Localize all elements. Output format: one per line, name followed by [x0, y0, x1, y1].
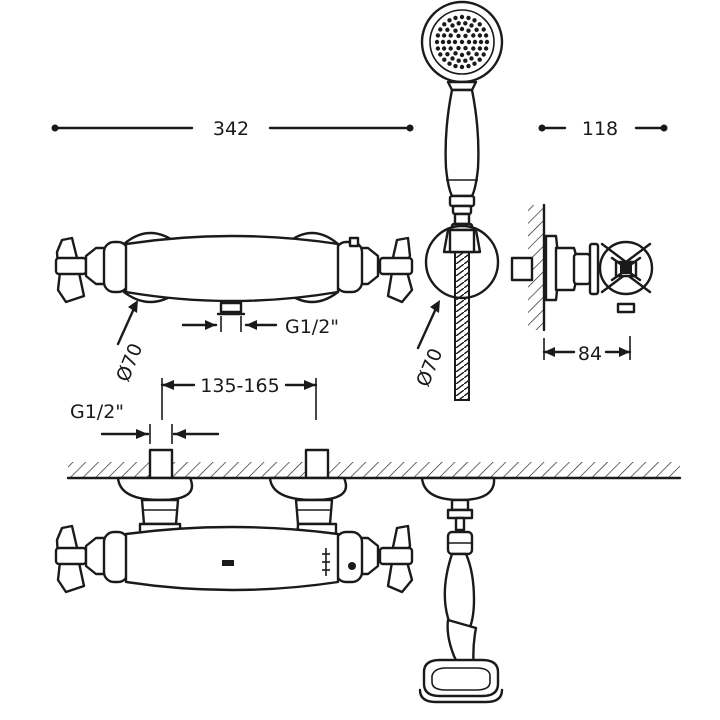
nozzle-dot — [453, 28, 458, 33]
nozzle-dot — [452, 39, 458, 45]
nozzle-dot — [466, 39, 472, 45]
handshower-side-view — [418, 476, 504, 704]
nozzle-dot — [441, 33, 447, 38]
nozzle-dot — [445, 52, 450, 57]
nozzle-dot — [471, 33, 476, 38]
nozzle-dot — [472, 18, 477, 23]
dim-342-label: 342 — [213, 118, 249, 140]
nozzle-dot — [450, 23, 455, 28]
dimension-inlet-thread: G1/2" — [70, 401, 220, 444]
nozzle-dot — [477, 22, 482, 27]
dim-118-label: 118 — [582, 118, 618, 140]
nozzle-dot — [477, 57, 482, 62]
nozzle-dot — [477, 33, 483, 38]
dim-84-label: 84 — [578, 343, 602, 365]
nozzle-dot — [481, 27, 486, 32]
dimension-overall-width: 342 — [51, 118, 414, 140]
nozzle-dot — [435, 33, 441, 38]
nozzle-dot — [459, 64, 465, 70]
nozzle-dot — [472, 39, 478, 45]
nozzle-dot — [483, 33, 489, 38]
dimension-center-distance: 135-165 — [160, 375, 318, 420]
nozzle-dot — [481, 52, 486, 57]
nozzle-dot — [441, 46, 447, 51]
nozzle-dot — [442, 57, 447, 62]
nozzle-dot — [466, 15, 471, 21]
nozzle-dot — [471, 46, 476, 51]
nozzle-dot — [459, 14, 465, 20]
nozzle-dot — [463, 21, 468, 26]
nozzle-dot — [456, 21, 461, 26]
nozzle-dot — [445, 27, 450, 32]
dimension-depth: 118 — [538, 118, 668, 140]
nozzle-dot — [447, 18, 452, 23]
nozzle-dot — [478, 39, 484, 45]
nozzle-dot — [459, 39, 465, 45]
nozzle-dot — [456, 33, 461, 39]
mixer-body-bottom-view — [54, 476, 414, 594]
dimension-rosette-diameter-body: Ø70 — [112, 300, 147, 385]
nozzle-dot — [450, 56, 455, 61]
nozzle-dot — [438, 52, 443, 57]
nozzle-dot — [456, 58, 461, 63]
nozzle-dot — [447, 61, 452, 66]
handshower-head — [420, 0, 504, 234]
nozzle-dot — [474, 52, 479, 57]
nozzle-dot — [442, 22, 447, 27]
nozzle-dot — [453, 63, 458, 69]
nozzle-dot — [466, 28, 471, 33]
center-distance-label: 135-165 — [200, 375, 279, 397]
mixer-body-top-view — [54, 231, 414, 316]
nozzle-dot — [463, 58, 468, 63]
nozzle-dot — [448, 33, 453, 38]
nozzle-dot — [438, 27, 443, 32]
nozzle-dot — [453, 15, 458, 21]
nozzle-dot — [434, 39, 440, 45]
nozzle-dot — [456, 45, 461, 51]
handshower-holder — [424, 224, 500, 401]
nozzle-dot — [477, 46, 483, 51]
nozzle-dot — [440, 39, 446, 45]
nozzle-dot — [474, 27, 479, 32]
nozzle-dot — [484, 39, 490, 45]
nozzle-dot — [459, 52, 465, 58]
rosette-dia-holder-label: Ø70 — [412, 345, 447, 390]
nozzle-dot — [453, 51, 458, 56]
mixer-side-view — [510, 203, 654, 332]
nozzle-dot — [459, 26, 465, 32]
nozzle-dot — [466, 63, 471, 69]
nozzle-dot — [483, 46, 489, 51]
dimension-rosette-diameter-holder: Ø70 — [412, 300, 447, 390]
nozzle-dot — [446, 39, 452, 45]
nozzle-dot — [466, 51, 471, 56]
dimension-wall-depth: 84 — [542, 336, 632, 365]
dimension-outlet-thread: G1/2" — [181, 316, 339, 338]
nozzle-dot — [469, 23, 474, 28]
nozzle-dot — [469, 56, 474, 61]
nozzle-dot — [472, 61, 477, 66]
nozzle-dot — [448, 46, 453, 51]
inlet-thread-label: G1/2" — [70, 401, 124, 423]
rosette-dia-body-label: Ø70 — [112, 340, 147, 385]
nozzle-dot — [463, 45, 468, 51]
outlet-thread-label: G1/2" — [285, 316, 339, 338]
nozzle-dot — [435, 46, 441, 51]
nozzle-dot — [463, 33, 468, 39]
